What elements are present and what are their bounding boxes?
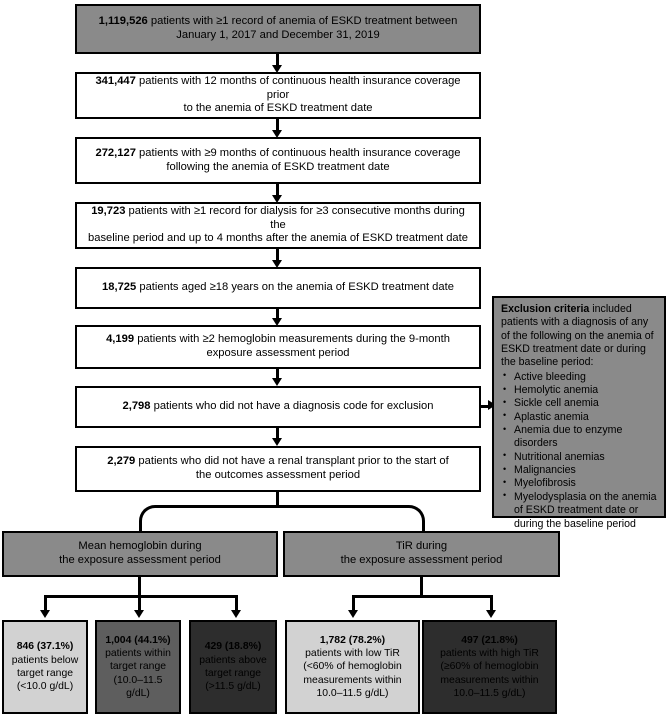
step-text: patients with ≥9 months of continuous he…: [139, 146, 461, 173]
exclusion-list: Active bleeding Hemolytic anemia Sickle …: [501, 370, 658, 531]
outcome-count: 429 (18.8%): [204, 641, 262, 653]
connector-5: [276, 309, 279, 321]
step-text: patients aged ≥18 years on the anemia of…: [139, 281, 454, 294]
branch-label: TiR during the exposure assessment perio…: [340, 540, 503, 566]
left-branch-drop-3: [235, 595, 238, 613]
step-count: 272,127: [95, 146, 136, 159]
step-count: 2,279: [107, 455, 136, 468]
connector-exclusion: [481, 405, 490, 408]
arrow-outcome-1: [40, 610, 50, 618]
arrow-4: [272, 260, 282, 268]
exclusion-heading-bold: Exclusion criteria: [501, 303, 590, 315]
outcome-box-within-target: 1,004 (44.1%) patients within target rang…: [95, 620, 181, 714]
exclusion-item: Active bleeding: [501, 370, 658, 384]
connector-2: [276, 119, 279, 133]
right-branch-drop-2: [490, 595, 493, 613]
split-stem: [276, 492, 279, 507]
step-count: 341,447: [95, 75, 136, 88]
step-text: patients who did not have a diagnosis co…: [153, 400, 434, 413]
flow-step-dialysis-record: 19,723 patients with ≥1 record for dialy…: [75, 202, 481, 249]
connector-3: [276, 184, 279, 198]
exclusion-heading: Exclusion criteria included patients wit…: [501, 303, 658, 370]
exclusion-item: Sickle cell anemia: [501, 397, 658, 410]
step-count: 18,725: [102, 281, 137, 294]
flow-step-no-exclusion-dx: 2,798 patients who did not have a diagno…: [75, 386, 481, 428]
step-count: 2,798: [122, 400, 151, 413]
outcome-count: 1,004 (44.1%): [105, 634, 171, 646]
outcome-count: 1,782 (78.2%): [319, 634, 386, 646]
exclusion-item: Nutritional anemias: [501, 450, 658, 464]
step-text: patients with 12 months of continuous he…: [139, 75, 461, 115]
split-elbow-left: [139, 505, 281, 534]
connector-4: [276, 249, 279, 263]
outcome-box-above-target: 429 (18.8%)patients above target range (…: [189, 620, 277, 714]
step-count: 1,119,526: [98, 15, 148, 28]
exclusion-criteria-panel: Exclusion criteria included patients wit…: [492, 296, 666, 530]
arrow-outcome-5: [486, 610, 496, 618]
outcome-box-below-target: 846 (37.1%)patients below target range (…: [2, 620, 88, 714]
arrow-2: [272, 130, 282, 138]
arrow-3: [272, 195, 282, 203]
exclusion-item: Hemolytic anemia: [501, 384, 658, 397]
step-text: patients who did not have a renal transp…: [138, 455, 449, 481]
outcome-count: 497 (21.8%): [461, 634, 518, 646]
right-branch-drop-1: [352, 595, 355, 613]
left-branch-drop-2: [138, 595, 141, 613]
exclusion-item: Malignancies: [501, 464, 658, 477]
arrow-outcome-2: [134, 610, 144, 618]
outcome-text: patients with low TiR (<60% of hemoglobi…: [303, 648, 402, 699]
branch-box-mean-hemoglobin: Mean hemoglobin during the exposure asse…: [2, 531, 278, 577]
exclusion-item: Myelodysplasia on the anemia of ESKD tre…: [501, 490, 658, 531]
step-text: patients with ≥1 record for dialysis for…: [88, 205, 468, 245]
arrow-outcome-4: [348, 610, 358, 618]
exclusion-item: Aplastic anemia: [501, 410, 658, 424]
step-count: 19,723: [91, 205, 126, 218]
flow-step-coverage-following: 272,127 patients with ≥9 months of conti…: [75, 137, 481, 184]
outcome-text: patients below target range (<10.0 g/dL): [11, 654, 79, 693]
flow-step-hemoglobin-measurements: 4,199 patients with ≥2 hemoglobin measur…: [75, 325, 481, 369]
left-branch-drop-1: [44, 595, 47, 613]
arrow-1: [272, 65, 282, 73]
outcome-count: 846 (37.1%): [16, 641, 74, 653]
connector-1: [276, 54, 279, 68]
outcome-box-low-tir: 1,782 (78.2%) patients with low TiR (<60%…: [285, 620, 420, 714]
split-elbow-right: [277, 505, 425, 534]
flow-step-age-18: 18,725 patients aged ≥18 years on the an…: [75, 267, 481, 309]
step-text: patients with ≥2 hemoglobin measurements…: [137, 333, 450, 359]
exclusion-item: Myelofibrosis: [501, 477, 658, 490]
arrow-outcome-3: [231, 610, 241, 618]
exclusion-heading-rest: included patients with a diagnosis of an…: [501, 303, 654, 369]
outcome-text: patients within target range (10.0–11.5 …: [105, 648, 171, 699]
outcome-text: patients with high TiR (≥60% of hemoglob…: [440, 648, 539, 699]
outcome-box-high-tir: 497 (21.8%) patients with high TiR (≥60% …: [422, 620, 557, 714]
arrow-6: [272, 378, 282, 386]
flow-step-total-records: 1,119,526 patients with ≥1 record of ane…: [75, 4, 481, 54]
branch-label: Mean hemoglobin during the exposure asse…: [59, 540, 221, 566]
connector-7: [276, 428, 279, 441]
branch-box-tir: TiR during the exposure assessment perio…: [283, 531, 560, 577]
outcome-text: patients above target range (>11.5 g/dL): [199, 654, 267, 693]
flow-step-coverage-prior: 341,447 patients with 12 months of conti…: [75, 72, 481, 119]
exclusion-item: Anemia due to enzyme disorders: [501, 424, 658, 451]
right-branch-stem: [420, 577, 423, 597]
connector-6: [276, 369, 279, 381]
left-branch-stem: [138, 577, 141, 597]
left-branch-bus: [44, 595, 238, 598]
arrow-7: [272, 438, 282, 446]
step-count: 4,199: [106, 333, 135, 346]
flow-step-no-renal-transplant: 2,279 patients who did not have a renal …: [75, 446, 481, 492]
right-branch-bus: [352, 595, 493, 598]
arrow-5: [272, 318, 282, 326]
step-text: patients with ≥1 record of anemia of ESK…: [150, 15, 458, 41]
